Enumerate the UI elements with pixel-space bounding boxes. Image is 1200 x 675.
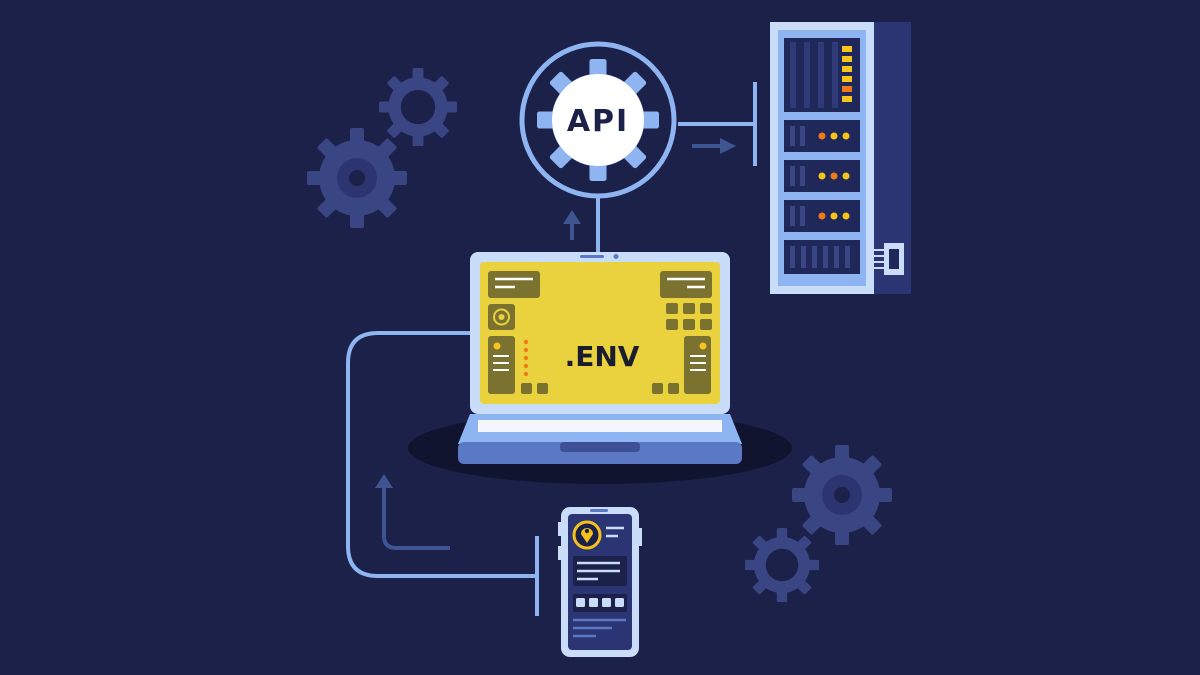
gear-icon bbox=[745, 528, 819, 602]
laptop-icon: .ENV bbox=[458, 252, 742, 464]
screen-widgets bbox=[488, 271, 712, 394]
connection-lines bbox=[346, 82, 757, 616]
smartphone-icon bbox=[558, 507, 642, 657]
arrow-right-icon bbox=[692, 138, 736, 154]
gear-icon bbox=[307, 128, 407, 228]
map-pin-icon bbox=[572, 520, 602, 550]
arrow-up-corner-icon bbox=[375, 474, 450, 550]
arrow-up-icon bbox=[563, 210, 581, 240]
api-gear-icon: API bbox=[519, 41, 677, 199]
server-rack-icon bbox=[770, 22, 911, 294]
env-label: .ENV bbox=[565, 340, 640, 373]
gear-icon bbox=[379, 68, 457, 146]
target-icon bbox=[488, 304, 515, 330]
gear-icon bbox=[792, 445, 892, 545]
api-label: API bbox=[567, 104, 629, 139]
